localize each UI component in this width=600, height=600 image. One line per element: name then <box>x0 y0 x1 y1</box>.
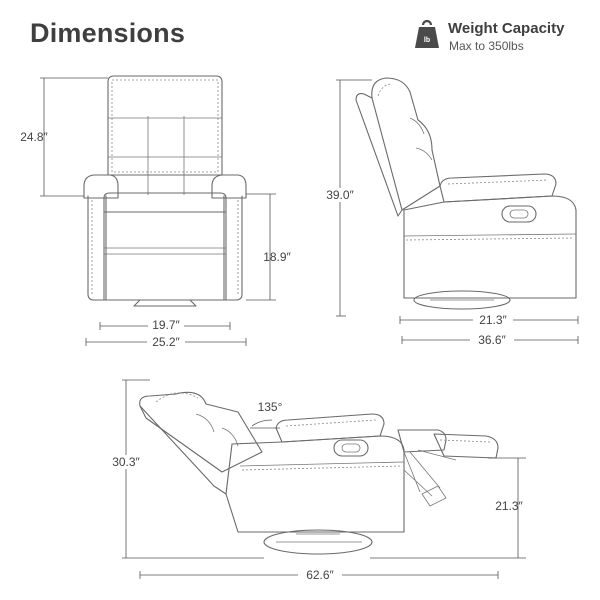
reclined-overall-height-label: 30.3″ <box>112 455 140 469</box>
weight-capacity-subtitle: Max to 350lbs <box>449 39 524 53</box>
front-overall-width-label: 25.2″ <box>152 335 180 349</box>
front-back-height-label: 24.8″ <box>20 130 48 144</box>
front-view-dimensions: 24.8″ 18.9″ 19.7″ 25.2″ <box>20 77 292 349</box>
page-title: Dimensions <box>30 18 186 48</box>
weight-icon: lb <box>415 19 439 48</box>
reclined-view-chair <box>139 391 499 555</box>
side-overall-depth-label: 36.6″ <box>478 333 506 347</box>
side-overall-height-label: 39.0″ <box>326 188 354 202</box>
front-view-chair <box>83 75 247 307</box>
recline-angle-label: 135° <box>258 400 283 414</box>
front-seat-width-label: 19.7″ <box>152 318 180 332</box>
side-view-chair <box>355 77 577 310</box>
weight-capacity-title: Weight Capacity <box>448 20 565 37</box>
reclined-footrest-height-label: 21.3″ <box>495 499 523 513</box>
weight-icon-label: lb <box>424 37 430 44</box>
reclined-overall-length-label: 62.6″ <box>306 568 334 582</box>
weight-capacity-badge: lb Weight Capacity Max to 350lbs <box>414 16 589 60</box>
front-seat-height-label: 18.9″ <box>263 250 291 264</box>
side-seat-depth-label: 21.3″ <box>479 313 507 327</box>
reclined-view-dimensions: 135° 30.3″ 21.3″ 62.6″ <box>104 379 526 582</box>
side-view-dimensions: 39.0″ 21.3″ 36.6″ <box>318 79 579 347</box>
